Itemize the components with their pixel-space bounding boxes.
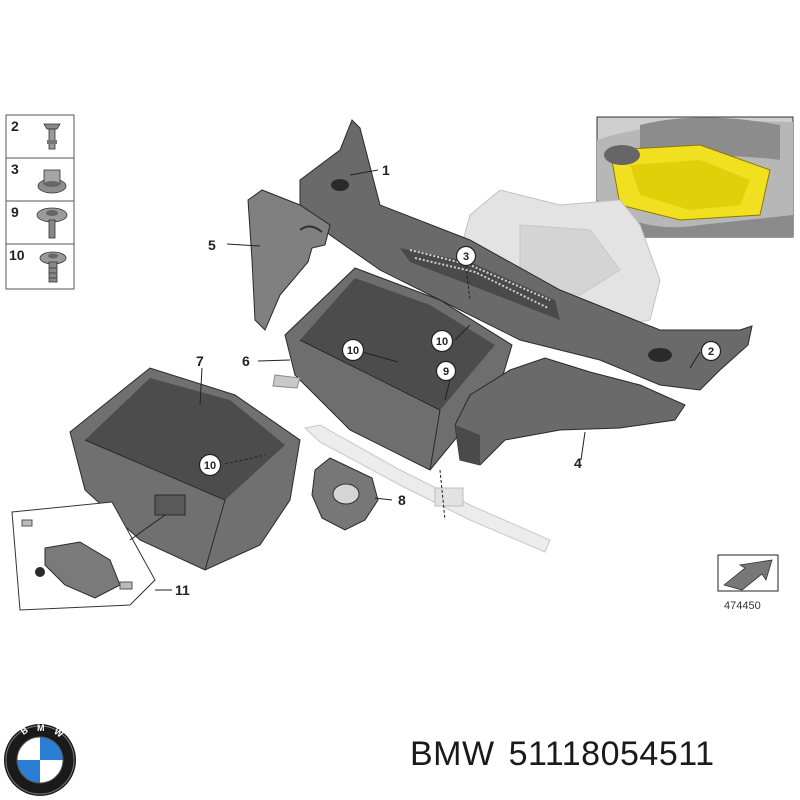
part-caption: BMW 51118054511 [410,735,729,774]
air-duct-4 [454,357,686,466]
diagram-id: 474450 [724,600,761,612]
callout-1: 1 [382,162,390,178]
callout-7: 7 [196,353,204,369]
bmw-logo: B M W [4,723,76,796]
diagram-reference: 474450 [717,554,779,612]
detail-11-box [11,501,156,611]
svg-text:9: 9 [443,366,449,378]
bracket-8 [311,457,379,531]
callout-11: 11 [175,582,190,598]
cowl-panel-cover [299,119,753,391]
callout-circle-10-c: 10 [198,453,222,477]
svg-text:M: M [37,723,45,733]
svg-text:3: 3 [463,251,469,263]
legend-num-2: 2 [11,118,19,134]
legend-num-9: 9 [11,204,19,220]
nut-icon [37,169,67,194]
callout-circle-10-b: 10 [430,329,454,353]
bolt-icon [39,251,67,283]
brand-name: BMW [410,735,495,773]
vehicle-location-thumbnail [596,116,794,238]
svg-text:10: 10 [347,345,359,357]
callout-4: 4 [574,455,582,471]
svg-text:2: 2 [708,346,714,358]
callout-8: 8 [398,492,406,508]
side-cover-5 [247,189,331,331]
washer-screw-icon [36,207,68,239]
callout-5: 5 [208,237,216,253]
callout-6: 6 [242,353,250,369]
svg-text:B: B [19,725,30,737]
clip-icon [43,123,61,150]
svg-text:10: 10 [204,460,216,472]
callout-circle-9: 9 [435,360,457,382]
storage-box-7 [69,367,301,571]
svg-text:10: 10 [436,336,448,348]
part-number: 51118054511 [508,735,715,773]
legend-num-10: 10 [9,247,25,263]
callout-circle-10-a: 10 [341,338,365,362]
legend-num-3: 3 [11,161,19,177]
callout-circle-2: 2 [700,340,722,362]
callout-circle-3: 3 [455,245,477,267]
fastener-legend: 2 3 9 10 [5,114,75,290]
leader-lines [129,169,701,591]
